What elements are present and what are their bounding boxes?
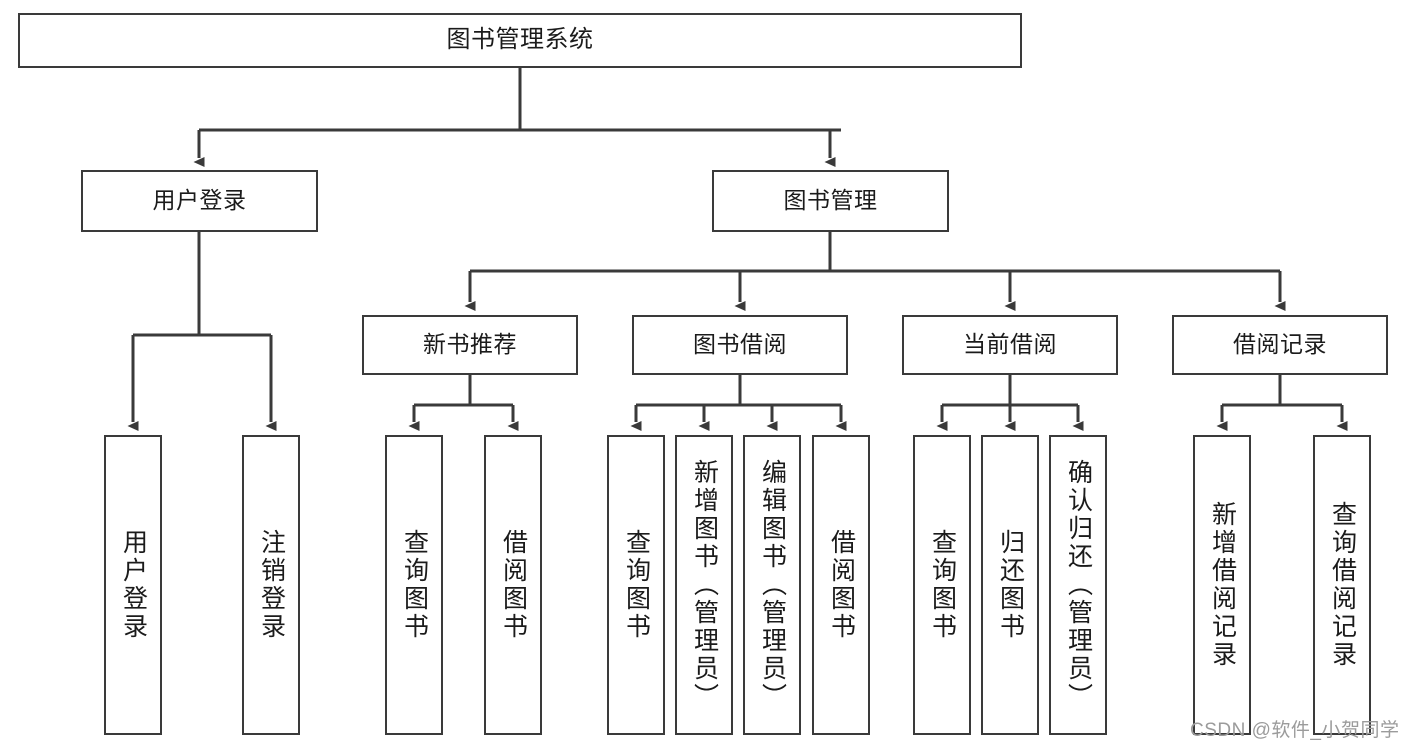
leaf-current-query-book[interactable]: 查询图书 <box>913 435 971 735</box>
leaf-current-confirm-return-admin[interactable]: 确认归还（管理员） <box>1049 435 1107 735</box>
node-label: 借阅图书 <box>827 529 856 641</box>
node-root-system[interactable]: 图书管理系统 <box>18 13 1022 68</box>
node-label: 编辑图书（管理员） <box>758 459 787 711</box>
leaf-recommend-query-book[interactable]: 查询图书 <box>385 435 443 735</box>
csdn-watermark: CSDN @软件_小贺同学 <box>1190 720 1400 741</box>
node-label: 查询图书 <box>928 529 957 641</box>
node-borrow-record[interactable]: 借阅记录 <box>1172 315 1388 375</box>
leaf-borrow-borrow-book[interactable]: 借阅图书 <box>812 435 870 735</box>
node-label: 确认归还（管理员） <box>1064 459 1093 711</box>
leaf-borrow-query-book[interactable]: 查询图书 <box>607 435 665 735</box>
node-new-book-recommend[interactable]: 新书推荐 <box>362 315 578 375</box>
leaf-record-query-record[interactable]: 查询借阅记录 <box>1313 435 1371 735</box>
leaf-borrow-add-book-admin[interactable]: 新增图书（管理员） <box>675 435 733 735</box>
node-label: 借阅图书 <box>499 529 528 641</box>
node-label: 新增借阅记录 <box>1208 501 1237 669</box>
leaf-recommend-borrow-book[interactable]: 借阅图书 <box>484 435 542 735</box>
node-label: 查询图书 <box>400 529 429 641</box>
node-label: 图书借阅 <box>693 331 787 358</box>
node-book-borrow[interactable]: 图书借阅 <box>632 315 848 375</box>
node-label: 新书推荐 <box>423 331 517 358</box>
leaf-current-return-book[interactable]: 归还图书 <box>981 435 1039 735</box>
node-label: 新增图书（管理员） <box>690 459 719 711</box>
node-book-management[interactable]: 图书管理 <box>712 170 949 232</box>
node-user-login[interactable]: 用户登录 <box>81 170 318 232</box>
node-label: 当前借阅 <box>963 331 1057 358</box>
node-current-borrow[interactable]: 当前借阅 <box>902 315 1118 375</box>
node-label: 归还图书 <box>996 529 1025 641</box>
leaf-user-login-logout[interactable]: 注销登录 <box>242 435 300 735</box>
node-label: 借阅记录 <box>1233 331 1327 358</box>
node-label: 图书管理 <box>783 187 878 214</box>
leaf-borrow-edit-book-admin[interactable]: 编辑图书（管理员） <box>743 435 801 735</box>
node-label: 查询图书 <box>622 529 651 641</box>
leaf-user-login-login[interactable]: 用户登录 <box>104 435 162 735</box>
node-label: 用户登录 <box>152 187 247 214</box>
node-label: 用户登录 <box>119 529 148 641</box>
leaf-record-add-record[interactable]: 新增借阅记录 <box>1193 435 1251 735</box>
node-label: 图书管理系统 <box>446 26 594 54</box>
node-label: 查询借阅记录 <box>1328 501 1357 669</box>
node-label: 注销登录 <box>257 529 286 641</box>
